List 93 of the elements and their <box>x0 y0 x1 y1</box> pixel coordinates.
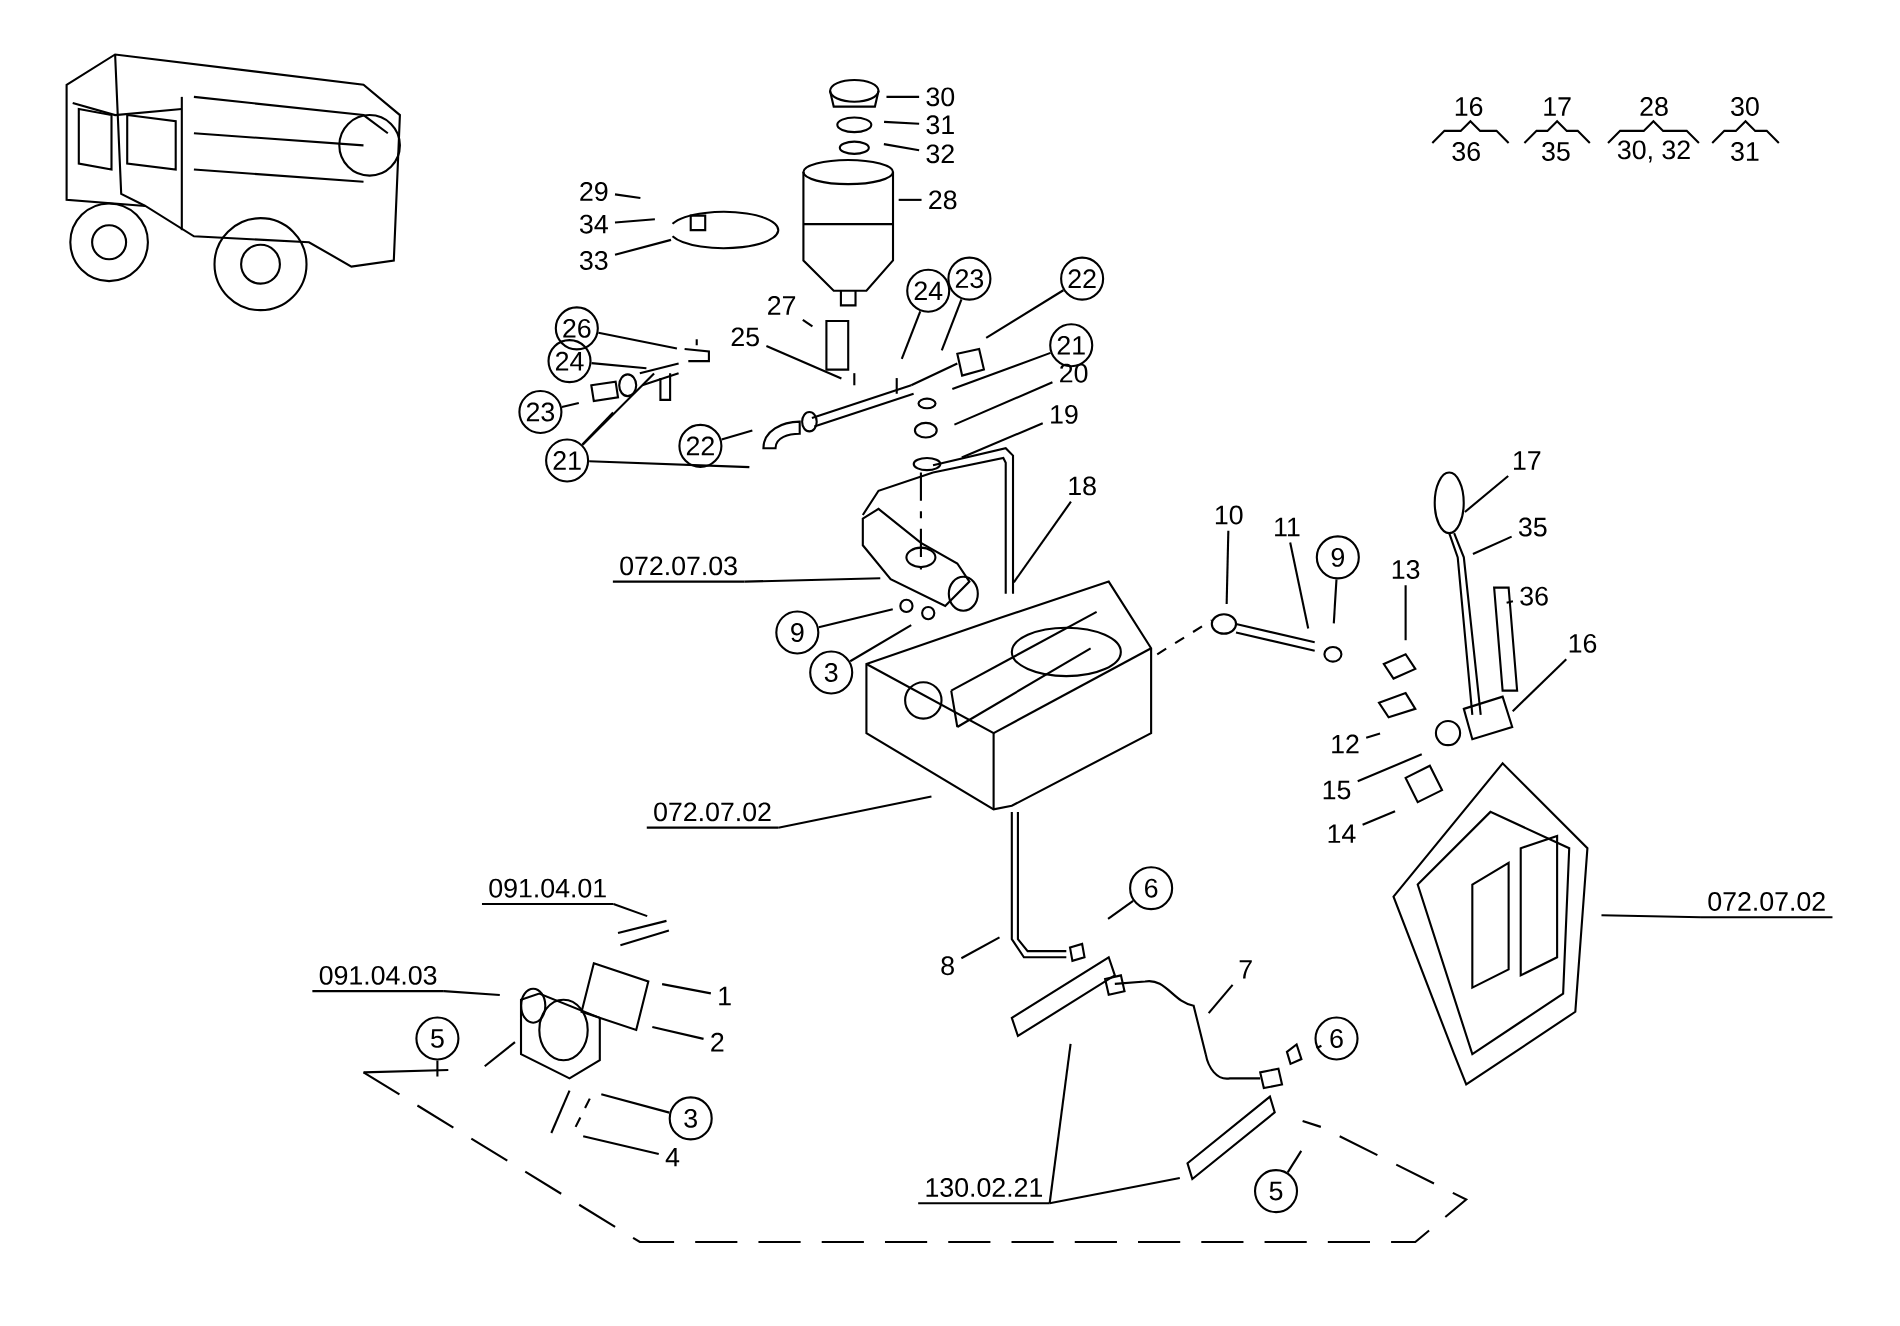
leader-line <box>661 983 712 995</box>
leader-line <box>1289 542 1310 629</box>
leader-line <box>613 902 648 918</box>
callout-number: 18 <box>1069 476 1096 496</box>
callout-number: 25 <box>731 327 759 347</box>
leader-line <box>778 795 932 829</box>
part-number: 072.07.03 <box>612 556 745 583</box>
leader-line <box>766 345 842 380</box>
leader-line <box>721 429 753 441</box>
ratio-label: 35 <box>1542 142 1570 161</box>
leader-line <box>1365 732 1381 739</box>
leader-line <box>601 1093 670 1114</box>
leader-line <box>1048 1043 1072 1204</box>
leader-line <box>1601 914 1701 919</box>
leader-line <box>886 95 920 98</box>
ratio-label: 30 <box>1731 97 1759 117</box>
callout-number: 11 <box>1275 517 1300 537</box>
callout-number: 34 <box>579 214 608 234</box>
leader-line <box>1404 585 1407 641</box>
leader-line <box>960 936 1000 960</box>
leader-line <box>1362 810 1396 826</box>
leader-line <box>900 310 922 360</box>
ratio-label: 31 <box>1731 142 1759 161</box>
callout-number: 15 <box>1323 780 1351 800</box>
leader-line <box>1332 579 1338 624</box>
leader-line <box>443 990 500 997</box>
leader-line <box>652 1026 704 1040</box>
leader-line <box>884 120 920 125</box>
callout-number: 4 <box>665 1147 680 1167</box>
leader-line <box>589 460 750 469</box>
ratio-label: 30, 32 <box>1617 140 1690 163</box>
leader-line <box>951 351 1051 390</box>
leader-line <box>1506 600 1514 604</box>
callout-number: 16 <box>1569 633 1597 653</box>
part-number: 091.04.03 <box>312 965 444 993</box>
callout-number: 27 <box>768 296 796 315</box>
ratio-label: 28 <box>1640 97 1668 117</box>
leader-line <box>581 372 655 446</box>
leader-line <box>581 411 614 446</box>
leader-line <box>561 402 580 408</box>
leader-line <box>1316 1044 1322 1049</box>
leader-line <box>802 319 813 328</box>
leader-line <box>591 362 647 370</box>
leader-line <box>849 624 912 663</box>
leader-line <box>1225 530 1230 604</box>
callout-number: 32 <box>926 144 954 164</box>
callout-number: 8 <box>941 956 954 976</box>
leader-line <box>614 238 672 256</box>
callout-number: 29 <box>580 182 608 201</box>
ratio-label: 16 <box>1455 97 1483 117</box>
leader-line <box>1286 1150 1303 1173</box>
ratio-label: 36 <box>1452 142 1480 161</box>
part-number: 091.04.01 <box>481 878 614 905</box>
leader-line <box>954 381 1053 426</box>
leader-line <box>1012 501 1072 583</box>
callout-number: 12 <box>1332 734 1359 754</box>
callout-number: 35 <box>1518 517 1547 537</box>
callout-number: 30 <box>926 87 955 107</box>
part-number: 072.07.02 <box>1701 892 1833 919</box>
callout-number: 33 <box>579 251 608 270</box>
callout-number: 2 <box>711 1032 724 1052</box>
callout-number: 36 <box>1520 586 1548 606</box>
leader-line <box>1511 658 1567 712</box>
ratio-label: 17 <box>1544 97 1571 116</box>
callout-number: 7 <box>1239 960 1252 979</box>
callout-number: 31 <box>926 115 954 135</box>
callout-number: 1 <box>719 986 731 1006</box>
leader-line <box>614 218 655 224</box>
leader-line <box>436 1060 439 1077</box>
callout-number: 13 <box>1392 560 1420 579</box>
leader-line <box>582 1135 659 1155</box>
leader-line <box>818 608 893 629</box>
leader-line <box>1107 900 1134 920</box>
part-number: 130.02.21 <box>918 1178 1050 1205</box>
leader-line <box>614 193 641 199</box>
leader-line <box>1464 475 1509 513</box>
leader-line <box>598 331 678 350</box>
leader-line <box>883 143 920 152</box>
leader-line <box>1207 984 1234 1014</box>
leader-line <box>940 298 963 351</box>
leader-line <box>985 289 1064 339</box>
callout-number: 17 <box>1514 451 1541 470</box>
callout-number: 14 <box>1328 824 1356 843</box>
part-number: 072.07.02 <box>646 802 779 829</box>
leader-line <box>1357 753 1423 783</box>
leader-line <box>1049 1177 1180 1205</box>
leader-line <box>1472 535 1513 555</box>
callout-number: 10 <box>1215 505 1243 525</box>
leader-line <box>961 422 1044 459</box>
callout-number: 19 <box>1051 404 1078 424</box>
leader-line <box>744 577 881 583</box>
callout-number: 28 <box>929 190 957 210</box>
leader-line <box>898 198 922 201</box>
